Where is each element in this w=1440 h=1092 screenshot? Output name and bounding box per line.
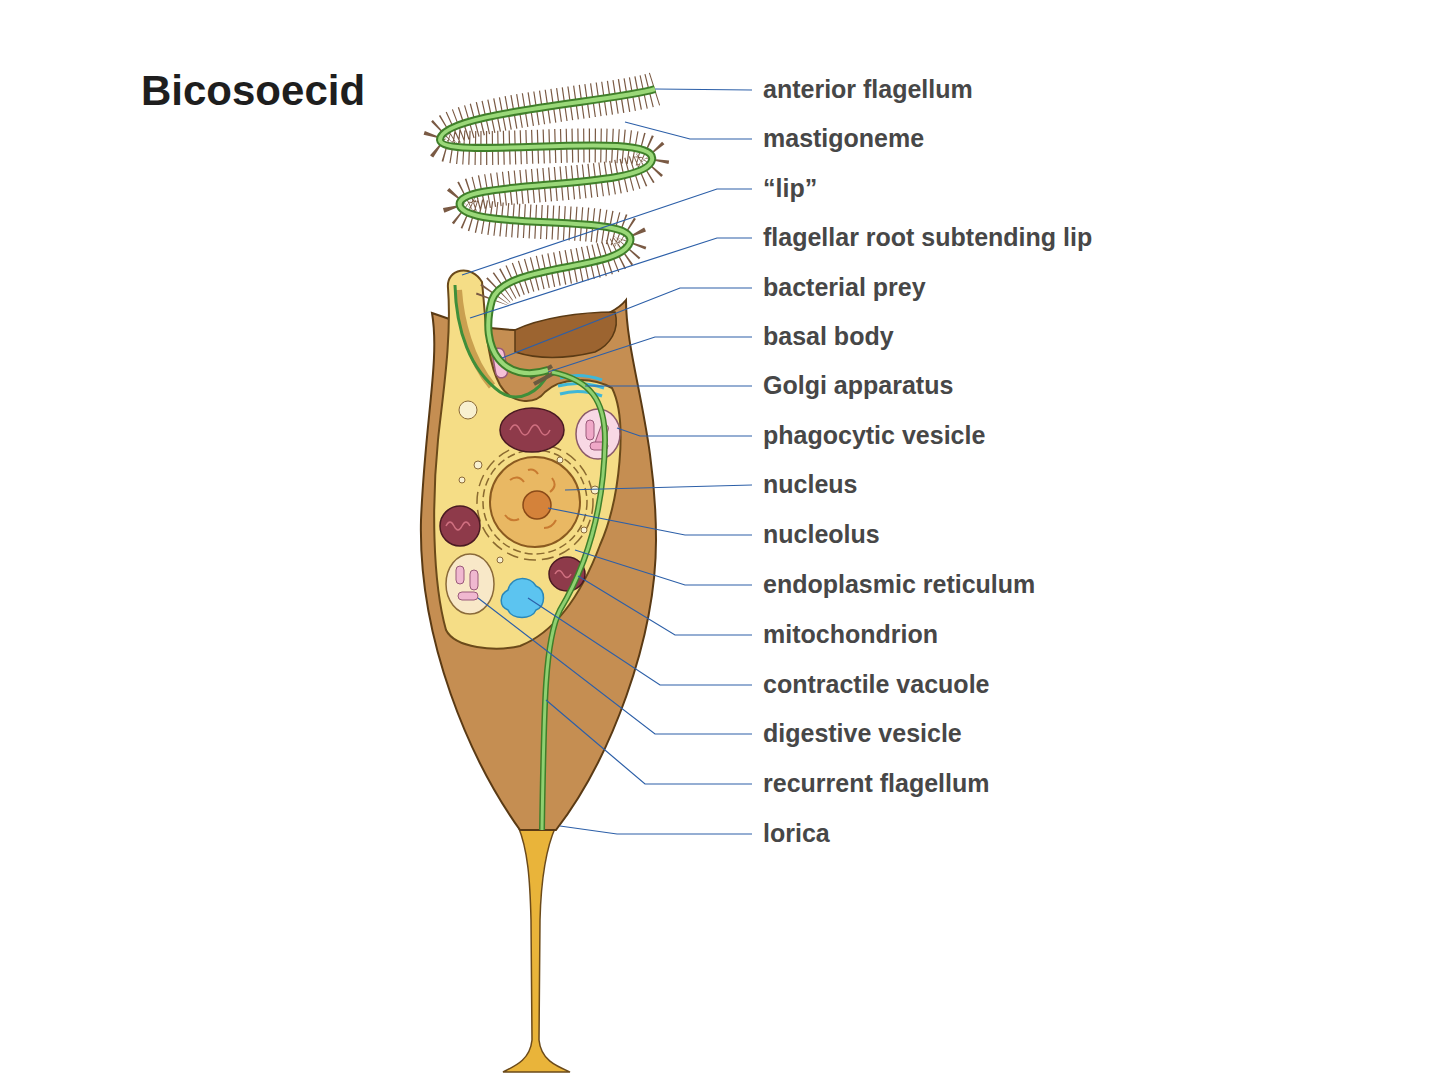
digest-bacteria xyxy=(456,566,478,600)
cristae xyxy=(510,425,550,435)
cell-body xyxy=(434,271,620,649)
granule xyxy=(459,401,477,419)
leader-line xyxy=(548,508,752,535)
leader-line xyxy=(478,598,752,734)
part-label: flagellar root subtending lip xyxy=(763,222,1092,252)
bacterium xyxy=(458,592,478,600)
recurrent-flagellum-core xyxy=(542,372,605,830)
leader-line xyxy=(548,337,752,372)
nucleolus xyxy=(523,491,551,519)
nucleus xyxy=(490,457,580,547)
anterior-flagellum-core xyxy=(440,89,655,373)
granule xyxy=(474,461,482,469)
bacterium xyxy=(470,570,478,590)
er-membrane xyxy=(477,444,593,560)
part-label: bacterial prey xyxy=(763,272,926,302)
leader-lines xyxy=(462,89,752,834)
chromatin xyxy=(505,470,556,529)
part-label: phagocytic vesicle xyxy=(763,420,985,450)
cytoplasm-granules xyxy=(459,401,599,563)
leader-line xyxy=(462,189,752,275)
part-label: “lip” xyxy=(763,173,817,203)
cristae xyxy=(446,522,470,530)
phagocytic-vesicle xyxy=(576,409,620,459)
leader-line xyxy=(655,89,752,90)
leader-line xyxy=(565,485,752,490)
endoplasmic-reticulum xyxy=(477,444,593,560)
leader-line xyxy=(502,288,752,358)
leader-line xyxy=(585,385,752,386)
leader-line xyxy=(617,428,752,436)
granule xyxy=(497,557,503,563)
part-label: endoplasmic reticulum xyxy=(763,569,1035,599)
bacterium xyxy=(586,420,594,440)
part-label: recurrent flagellum xyxy=(763,768,989,798)
leader-line xyxy=(528,598,752,685)
granule xyxy=(459,477,465,483)
leader-line xyxy=(578,576,752,635)
contractile-vacuole xyxy=(501,579,543,618)
lorica-stalk xyxy=(503,826,570,1072)
granule xyxy=(581,527,587,533)
bacterium xyxy=(456,566,464,584)
diagram-title: Bicosoecid xyxy=(141,67,365,115)
granule xyxy=(557,457,563,463)
leader-line xyxy=(560,826,752,834)
anterior-flagellum xyxy=(440,89,655,373)
er-membrane xyxy=(483,450,587,554)
leader-line xyxy=(546,700,752,784)
part-label: nucleolus xyxy=(763,519,880,549)
recurrent-flagellum xyxy=(542,372,605,830)
leader-line xyxy=(575,550,752,585)
cristae xyxy=(555,571,571,578)
part-label: contractile vacuole xyxy=(763,669,989,699)
mitochondrion xyxy=(440,506,480,546)
part-label: basal body xyxy=(763,321,894,351)
part-label: digestive vesicle xyxy=(763,718,962,748)
part-label: nucleus xyxy=(763,469,857,499)
part-label: mastigoneme xyxy=(763,123,924,153)
flagellar-root xyxy=(455,285,548,397)
leader-line xyxy=(470,238,752,318)
part-label: mitochondrion xyxy=(763,619,938,649)
part-label: Golgi apparatus xyxy=(763,370,953,400)
mitochondrion xyxy=(500,408,564,452)
leader-line xyxy=(625,122,752,139)
part-label: anterior flagellum xyxy=(763,74,973,104)
part-label: lorica xyxy=(763,818,830,848)
